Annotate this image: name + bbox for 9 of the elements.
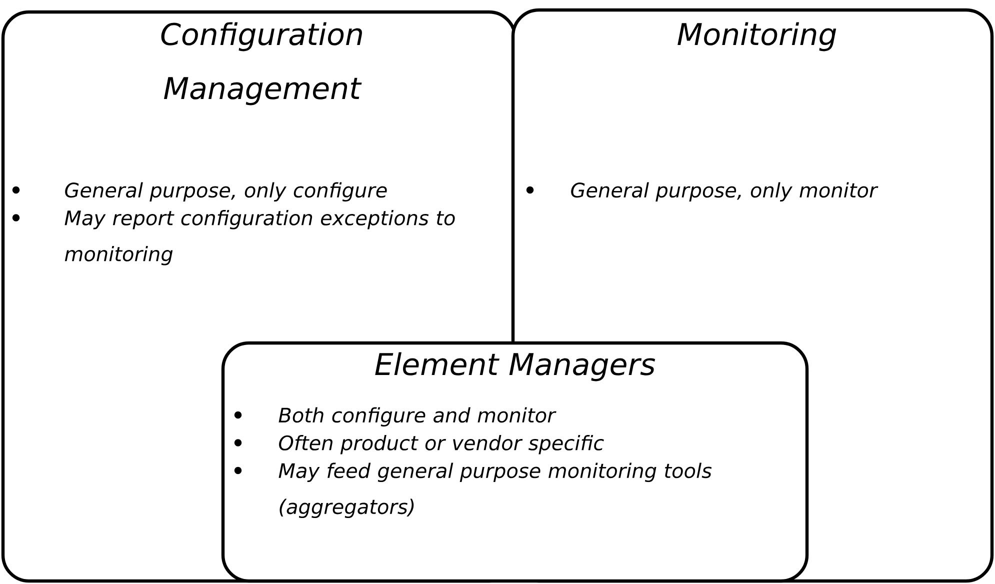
bullet-item: May feed general purpose monitoring tools (aggregators) — [278, 462, 712, 518]
heading: Configuration Management — [161, 22, 362, 106]
bullet-item: May report configuration exceptions to monitoring — [64, 210, 455, 266]
bullet-item: Often product or vendor specific — [279, 434, 604, 454]
bullet-item: General purpose, only monitor — [571, 182, 878, 202]
heading: Element Managers — [375, 352, 656, 382]
bullet-item: General purpose, only configure — [65, 182, 387, 202]
heading: Monitoring — [678, 22, 836, 52]
bullet-item: Both configure and monitor — [278, 407, 556, 427]
